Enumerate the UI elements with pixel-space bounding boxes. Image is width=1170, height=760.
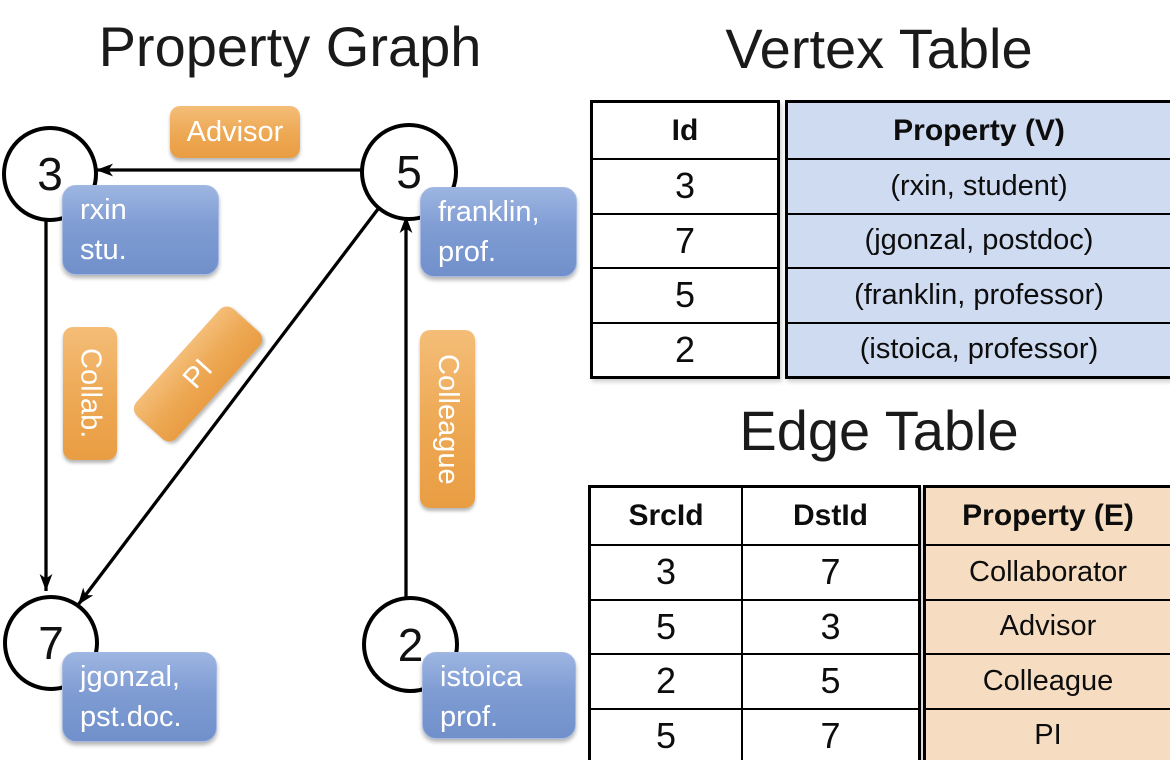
edge-property-cell: Advisor [926, 598, 1170, 654]
edge-dst-cell: 7 [741, 544, 918, 599]
edge-table-src-dst-columns: SrcId DstId 3 7 5 3 2 5 5 7 [588, 485, 921, 760]
edge-src-cell: 5 [591, 707, 741, 760]
edge-table-property-column: Property (E) Collaborator Advisor Collea… [923, 485, 1170, 760]
node-3-name: rxin [80, 194, 127, 226]
vertex-property-header: Property (V) [893, 113, 1065, 147]
node-2-role: prof. [440, 701, 499, 733]
edge-property-header: Property (E) [962, 499, 1134, 532]
edge-property-cell: Collaborator [926, 544, 1170, 599]
vertex-property-cell: (franklin, professor) [788, 267, 1170, 322]
vertex-property-cell: (jgonzal, postdoc) [788, 212, 1170, 268]
node-circle-2: 2 [362, 596, 459, 693]
edge-dst-cell: 5 [741, 653, 918, 708]
vertex-table-property-column: Property (V) (rxin, student) (jgonzal, p… [785, 100, 1170, 379]
node-7-role: pst.doc. [80, 701, 182, 733]
edge-srcid-header: SrcId [628, 499, 704, 532]
property-graph-title: Property Graph [98, 15, 482, 78]
vertex-id-cell: 3 [593, 158, 777, 213]
node-5-role: prof. [438, 236, 497, 268]
vertex-id-cell: 7 [593, 212, 777, 268]
vertex-table-title: Vertex Table [725, 17, 1033, 80]
edge-src-cell: 5 [591, 598, 741, 654]
edge-label-collab: Collab. [63, 327, 117, 460]
edge-label-advisor: Advisor [170, 106, 300, 158]
edge-src-cell: 2 [591, 653, 741, 708]
vertex-property-cell: (istoica, professor) [788, 321, 1170, 377]
edge-src-cell: 3 [591, 544, 741, 599]
vertex-id-header: Id [671, 113, 699, 147]
node-properties-2: istoica prof. [422, 652, 576, 739]
node-2-name: istoica [440, 661, 523, 693]
edge-dst-cell: 7 [741, 707, 918, 760]
vertex-id-cell: 5 [593, 267, 777, 322]
edge-table-title: Edge Table [739, 399, 1019, 462]
node-properties-7: jgonzal, pst.doc. [62, 652, 217, 742]
edge-dstid-header: DstId [741, 488, 918, 544]
node-3-role: stu. [80, 234, 127, 266]
edge-property-cell: PI [926, 707, 1170, 760]
edge-dst-cell: 3 [741, 598, 918, 653]
node-7-name: jgonzal, [80, 661, 180, 693]
vertex-table-id-column: Id 3 7 5 2 [590, 100, 780, 379]
node-properties-5: franklin, prof. [420, 187, 577, 277]
node-5-name: franklin, [438, 196, 540, 228]
edge-label-colleague: Colleague [420, 330, 475, 508]
graph-edges [39, 163, 413, 640]
node-properties-3: rxin stu. [62, 185, 219, 275]
edge-pi-5-to-7 [76, 179, 402, 606]
vertex-property-cell: (rxin, student) [788, 158, 1170, 213]
edge-property-cell: Colleague [926, 653, 1170, 708]
vertex-id-cell: 2 [593, 321, 777, 377]
